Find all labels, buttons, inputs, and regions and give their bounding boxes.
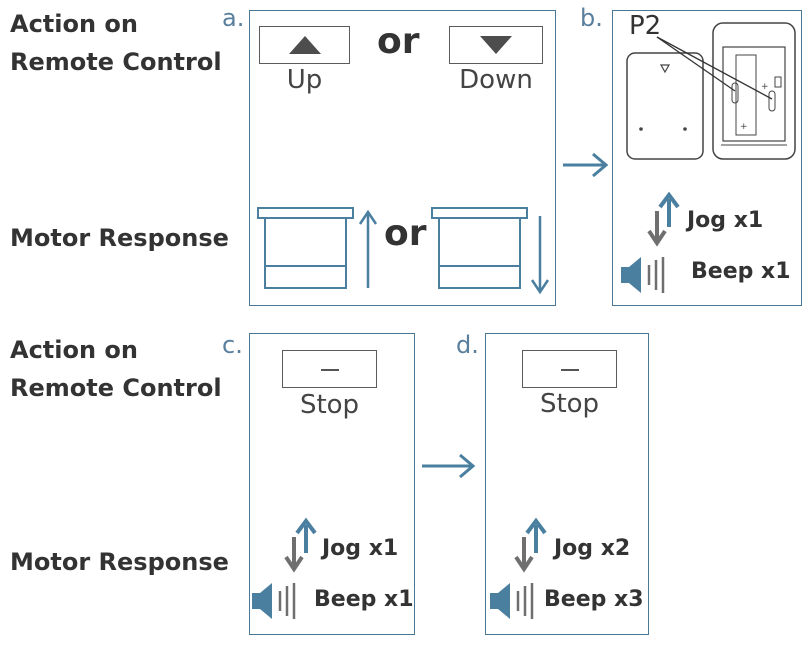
up-label: Up [286, 65, 323, 95]
panel-d: Stop Jog x2 Beep x3 [485, 333, 649, 635]
jog-text: Jog x1 [322, 536, 399, 561]
remote-battery-icon: + + [626, 22, 796, 160]
action-label-line1: Action on [10, 336, 139, 364]
speaker-beep-icon [621, 257, 665, 293]
stop-dash-icon [321, 369, 339, 371]
panel-b-letter: b. [580, 4, 603, 32]
stop-label: Stop [299, 390, 360, 420]
speaker-beep-icon [490, 583, 534, 619]
next-arrow-icon [563, 152, 609, 178]
beep-text: Beep x1 [314, 587, 414, 612]
next-arrow-icon [422, 453, 476, 479]
down-button[interactable] [449, 26, 543, 64]
jog-text: Jog x2 [554, 536, 631, 561]
or-text-bottom: or [384, 213, 427, 254]
or-text-top: or [377, 21, 420, 62]
panel-c: Stop Jog x1 Beep x1 [249, 333, 415, 635]
action-label-top: Action on Remote Control [10, 5, 222, 81]
down-triangle-icon [480, 36, 512, 54]
down-label: Down [459, 65, 533, 95]
up-button[interactable] [259, 26, 350, 64]
stop-dash-icon [561, 369, 579, 371]
jog-text: Jog x1 [687, 208, 764, 233]
action-label-line1: Action on [10, 10, 139, 38]
action-label-line2: Remote Control [10, 374, 222, 402]
action-label-bottom: Action on Remote Control [10, 331, 222, 407]
stop-label: Stop [539, 389, 600, 419]
p2-label: P2 [629, 11, 662, 41]
svg-text:+: + [761, 82, 769, 92]
up-triangle-icon [289, 36, 321, 54]
action-label-line2: Remote Control [10, 48, 222, 76]
shade-down-icon [431, 207, 550, 295]
panel-a: Up or Down or [249, 10, 556, 306]
panel-c-letter: c. [222, 331, 243, 359]
shade-up-icon [257, 207, 378, 289]
panel-d-letter: d. [456, 331, 479, 359]
jog-arrows-icon [284, 517, 317, 573]
jog-arrows-icon [514, 517, 547, 573]
panel-a-letter: a. [222, 4, 245, 32]
stop-button[interactable] [522, 350, 617, 388]
motor-response-label-bottom: Motor Response [10, 548, 229, 576]
jog-arrows-icon [647, 191, 680, 247]
panel-b: P2 + + Jog x1 Beep x1 [612, 10, 802, 306]
speaker-beep-icon [252, 583, 296, 619]
motor-response-label-top: Motor Response [10, 224, 229, 252]
stop-button[interactable] [282, 350, 377, 388]
beep-text: Beep x1 [691, 259, 791, 284]
beep-text: Beep x3 [544, 587, 644, 612]
svg-text:+: + [740, 122, 748, 132]
